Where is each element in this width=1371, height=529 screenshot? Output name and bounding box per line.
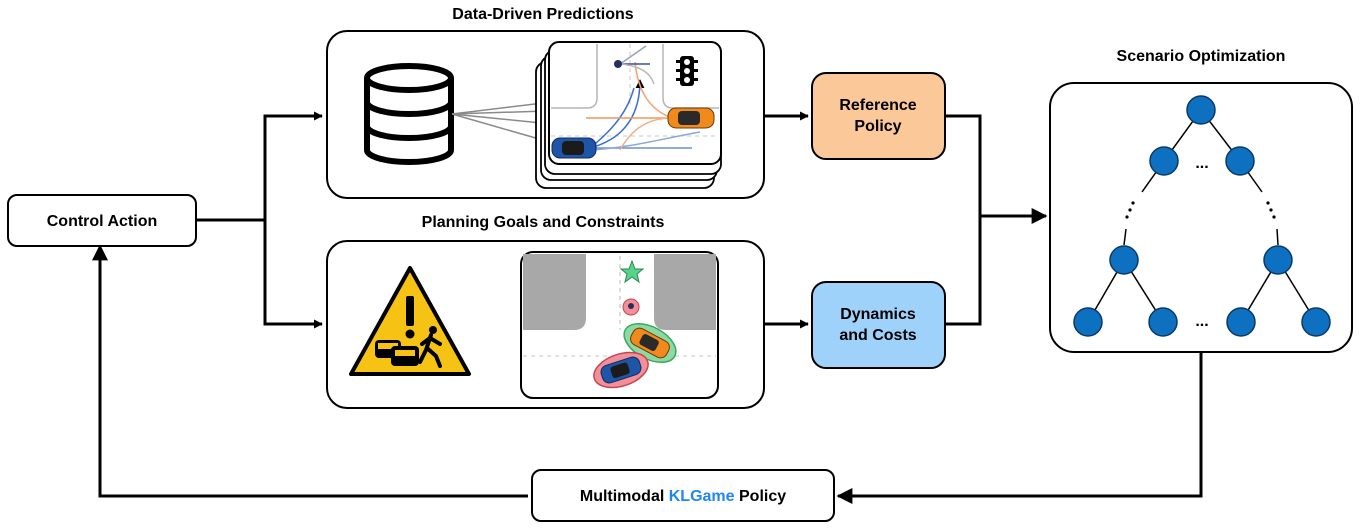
scenario-optimization-panel: ... ... <box>1049 82 1353 353</box>
policy-suffix: Policy <box>735 488 787 505</box>
tree-node-root <box>1186 95 1216 125</box>
dynamics-costs-box: Dynamics and Costs <box>811 281 946 369</box>
scene-card-front <box>548 41 722 165</box>
traffic-light-icon <box>676 56 698 86</box>
title-planning-goals: Planning Goals and Constraints <box>422 214 665 231</box>
control-action-label: Control Action <box>47 213 158 230</box>
tree-node-l2-right <box>1263 245 1293 275</box>
tree-ellipsis-bottom: ... <box>1195 313 1208 330</box>
reference-policy-line2: Policy <box>854 118 901 135</box>
warning-sign-icon <box>349 266 471 376</box>
title-scenario-optimization: Scenario Optimization <box>1117 48 1286 65</box>
dynamics-costs-line2: and Costs <box>839 327 916 344</box>
edge-split-to-predictions <box>263 111 323 220</box>
tree-node-l2-left <box>1109 245 1139 275</box>
edge-split-to-planning <box>263 220 323 329</box>
tree-node-leaf-1 <box>1073 307 1103 337</box>
orange-car <box>667 107 715 129</box>
reference-policy-line1: Reference <box>839 97 916 114</box>
goal-star-icon <box>619 259 645 284</box>
blue-car-constraint <box>593 351 649 389</box>
database-icon <box>364 63 454 165</box>
scene-stack <box>535 41 722 189</box>
dynamics-costs-line1: Dynamics <box>840 306 916 323</box>
multimodal-policy-label: Multimodal KLGame Policy <box>580 488 786 505</box>
tree-node-leaf-2 <box>1148 307 1178 337</box>
reference-policy-box: Reference Policy <box>811 72 946 160</box>
predictions-panel <box>326 30 765 199</box>
edge-scenario-to-policy <box>836 352 1203 504</box>
tree-nodes <box>1073 95 1331 337</box>
title-data-driven-predictions: Data-Driven Predictions <box>452 6 633 23</box>
connectors <box>92 111 1203 504</box>
tree-node-l1-left <box>1149 146 1179 176</box>
multimodal-policy-box: Multimodal KLGame Policy <box>531 469 835 522</box>
tree-ellipses: ... ... <box>1125 155 1276 330</box>
policy-prefix: Multimodal <box>580 488 669 505</box>
edge-policy-to-control <box>92 244 528 498</box>
blue-car <box>551 137 597 159</box>
edge-dynamics-to-merge <box>945 216 982 326</box>
planning-panel <box>326 240 765 409</box>
policy-highlight: KLGame <box>669 488 735 505</box>
tree-node-l1-right <box>1225 146 1255 176</box>
control-action-box: Control Action <box>7 194 197 247</box>
edge-reference-to-merge <box>945 114 982 216</box>
tree-ellipsis-top: ... <box>1195 155 1208 172</box>
pedestrian-marker <box>614 60 622 68</box>
intersection-scene <box>520 251 719 399</box>
predicted-trajectories <box>586 45 701 151</box>
tree-node-leaf-4 <box>1301 307 1331 337</box>
tree-node-leaf-3 <box>1226 307 1256 337</box>
